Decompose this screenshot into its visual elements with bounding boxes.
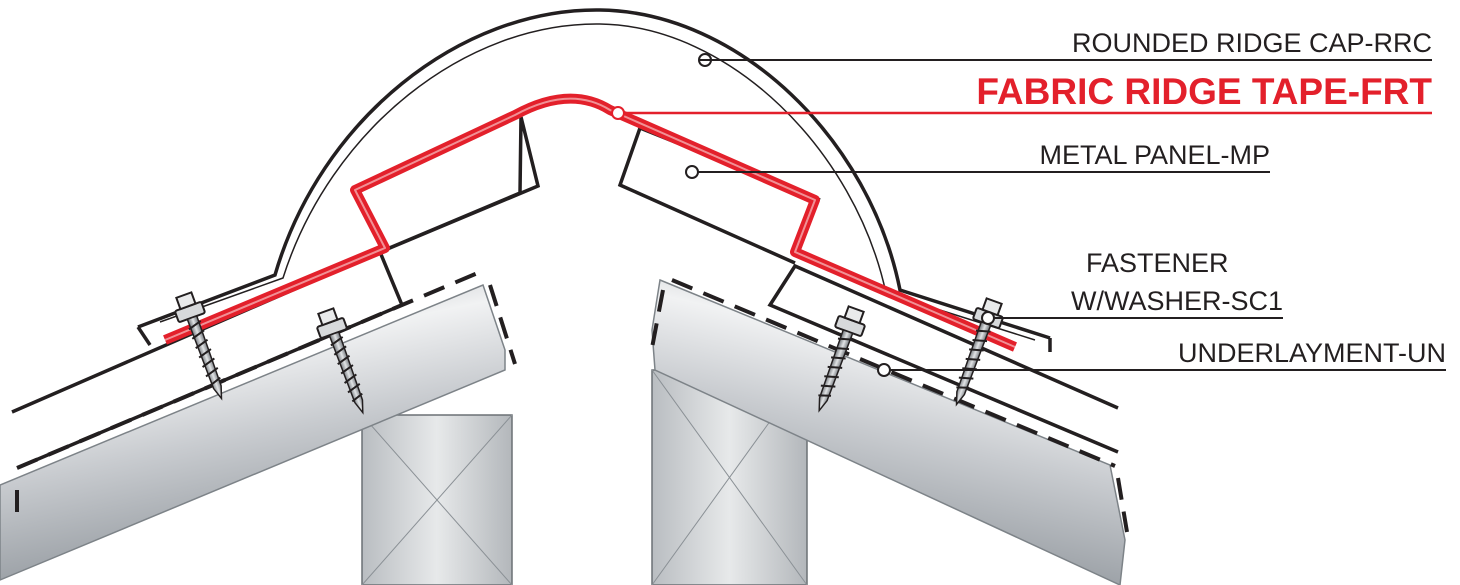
label-fabric-ridge-tape: FABRIC RIDGE TAPE-FRT xyxy=(976,71,1432,112)
callout-marker-mp xyxy=(685,165,699,179)
rafter-left xyxy=(0,284,506,581)
support-post-left xyxy=(361,414,513,585)
fabric-ridge-tape xyxy=(163,93,1017,352)
underlayment-right xyxy=(650,278,1129,533)
fastener-icon xyxy=(174,291,1004,415)
rounded-ridge-cap xyxy=(136,8,1052,352)
callout-labels: ROUNDED RIDGE CAP-RRC FABRIC RIDGE TAPE-… xyxy=(976,28,1446,368)
label-metal-panel: METAL PANEL-MP xyxy=(1039,140,1270,170)
rafter-right xyxy=(651,278,1126,585)
callout-marker-frt xyxy=(611,106,625,120)
label-washer-sc1: W/WASHER-SC1 xyxy=(1071,286,1283,316)
label-fastener: FASTENER xyxy=(1086,248,1229,278)
callout-leaders xyxy=(611,53,1446,377)
callout-marker-sc1 xyxy=(981,311,995,325)
label-rounded-ridge-cap: ROUNDED RIDGE CAP-RRC xyxy=(1072,28,1432,58)
callout-marker-un xyxy=(877,363,891,377)
label-underlayment: UNDERLAYMENT-UN xyxy=(1178,338,1446,368)
